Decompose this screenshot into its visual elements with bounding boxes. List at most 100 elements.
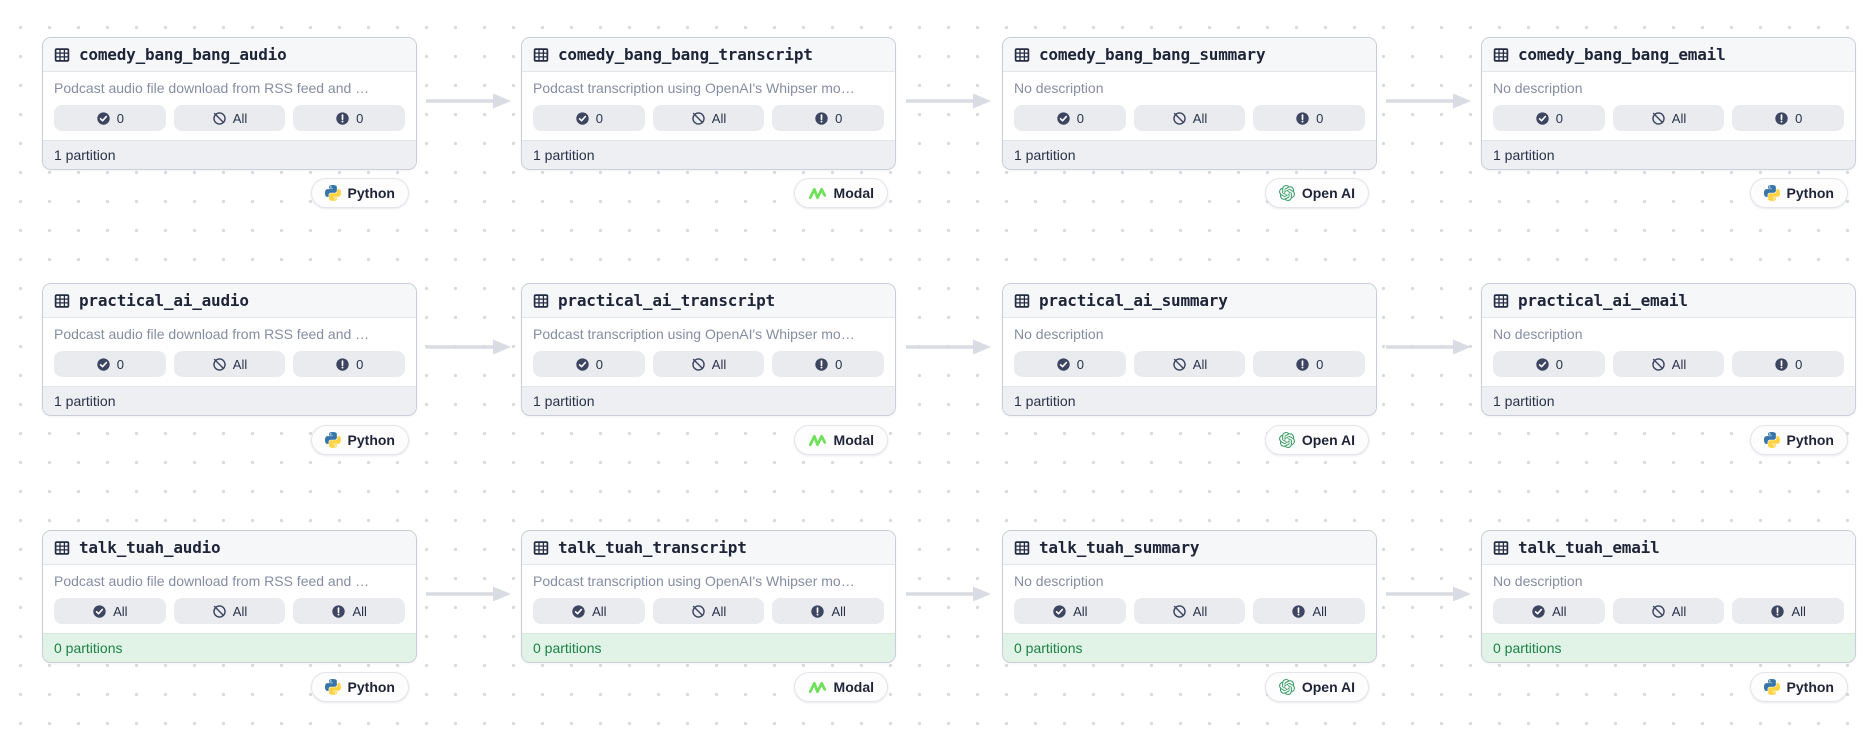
table-icon (533, 540, 549, 556)
asset-node-practical-ai-transcript[interactable]: practical_ai_transcript Podcast transcri… (521, 283, 896, 416)
partition-count: 0 partitions (1482, 633, 1855, 662)
missing-count-badge[interactable]: 0 (293, 105, 406, 131)
materialized-count-badge[interactable]: All (54, 598, 166, 624)
asset-node-body: Podcast audio file download from RSS fee… (43, 318, 416, 386)
check-circle-icon (1056, 111, 1071, 126)
failed-count-badge[interactable]: All (1612, 105, 1725, 131)
slash-circle-icon (1651, 111, 1666, 126)
badge-value: All (1192, 356, 1208, 372)
missing-count-badge[interactable]: 0 (772, 105, 885, 131)
exclamation-circle-icon (1295, 357, 1310, 372)
badge-value: All (352, 603, 367, 619)
asset-node-header: comedy_bang_bang_email (1482, 38, 1855, 72)
materialized-count-badge[interactable]: 0 (54, 351, 166, 377)
kind-tag-python[interactable]: Python (1749, 672, 1848, 702)
badge-value: 0 (356, 110, 364, 126)
failed-count-badge[interactable]: All (1612, 351, 1725, 377)
badge-value: 0 (1555, 110, 1563, 126)
missing-count-badge[interactable]: 0 (1732, 105, 1845, 131)
slash-circle-icon (212, 604, 227, 619)
slash-circle-icon (691, 357, 706, 372)
asset-node-comedy-bang-bang-transcript[interactable]: comedy_bang_bang_transcript Podcast tran… (521, 37, 896, 170)
badge-value: All (711, 110, 727, 126)
asset-node-practical-ai-audio[interactable]: practical_ai_audio Podcast audio file do… (42, 283, 417, 416)
missing-count-badge[interactable]: 0 (1253, 105, 1366, 131)
asset-node-practical-ai-email[interactable]: practical_ai_email No description 0 All … (1481, 283, 1856, 416)
partition-count: 1 partition (43, 140, 416, 169)
asset-node-comedy-bang-bang-summary[interactable]: comedy_bang_bang_summary No description … (1002, 37, 1377, 170)
asset-node-talk-tuah-email[interactable]: talk_tuah_email No description All All A… (1481, 530, 1856, 663)
failed-count-badge[interactable]: All (652, 351, 765, 377)
asset-node-body: Podcast transcription using OpenAI's Whi… (522, 72, 895, 140)
failed-count-badge[interactable]: All (652, 105, 765, 131)
asset-node-practical-ai-summary[interactable]: practical_ai_summary No description 0 Al… (1002, 283, 1377, 416)
materialized-count-badge[interactable]: All (1014, 598, 1126, 624)
materialized-count-badge[interactable]: 0 (1493, 105, 1605, 131)
kind-tag-python[interactable]: Python (1749, 178, 1848, 208)
slash-circle-icon (691, 111, 706, 126)
kind-tag-openai[interactable]: Open AI (1264, 425, 1369, 455)
missing-count-badge[interactable]: 0 (1732, 351, 1845, 377)
materialized-count-badge[interactable]: 0 (1014, 105, 1126, 131)
badge-value: All (1552, 603, 1567, 619)
exclamation-circle-icon (335, 111, 350, 126)
kind-tag-python[interactable]: Python (310, 672, 409, 702)
kind-tag-openai[interactable]: Open AI (1264, 178, 1369, 208)
badge-value: All (1671, 110, 1687, 126)
partition-count: 1 partition (1482, 140, 1855, 169)
table-icon (54, 540, 70, 556)
slash-circle-icon (1172, 111, 1187, 126)
missing-count-badge[interactable]: All (293, 598, 406, 624)
missing-count-badge[interactable]: 0 (1253, 351, 1366, 377)
kind-tag-python[interactable]: Python (310, 178, 409, 208)
kind-tag-label: Python (347, 432, 395, 448)
kind-tag-python[interactable]: Python (1749, 425, 1848, 455)
badge-value: 0 (1316, 110, 1324, 126)
failed-count-badge[interactable]: All (1133, 351, 1246, 377)
failed-count-badge[interactable]: All (173, 351, 286, 377)
partition-status-badges: All All All (1493, 598, 1845, 624)
asset-node-header: practical_ai_summary (1003, 284, 1376, 318)
table-icon (533, 47, 549, 63)
asset-node-talk-tuah-audio[interactable]: talk_tuah_audio Podcast audio file downl… (42, 530, 417, 663)
missing-count-badge[interactable]: 0 (772, 351, 885, 377)
check-circle-icon (96, 111, 111, 126)
missing-count-badge[interactable]: 0 (293, 351, 406, 377)
materialized-count-badge[interactable]: All (533, 598, 645, 624)
failed-count-badge[interactable]: All (173, 598, 286, 624)
partition-count: 1 partition (1482, 386, 1855, 415)
failed-count-badge[interactable]: All (173, 105, 286, 131)
asset-node-talk-tuah-transcript[interactable]: talk_tuah_transcript Podcast transcripti… (521, 530, 896, 663)
materialized-count-badge[interactable]: 0 (54, 105, 166, 131)
python-icon (1764, 679, 1780, 695)
materialized-count-badge[interactable]: 0 (533, 105, 645, 131)
exclamation-circle-icon (810, 604, 825, 619)
badge-value: 0 (1076, 356, 1084, 372)
badge-value: 0 (595, 356, 603, 372)
partition-status-badges: All All All (54, 598, 406, 624)
missing-count-badge[interactable]: All (1732, 598, 1845, 624)
failed-count-badge[interactable]: All (1133, 105, 1246, 131)
materialized-count-badge[interactable]: 0 (1014, 351, 1126, 377)
kind-tag-modal[interactable]: Modal (793, 178, 888, 208)
asset-node-comedy-bang-bang-email[interactable]: comedy_bang_bang_email No description 0 … (1481, 37, 1856, 170)
materialized-count-badge[interactable]: 0 (533, 351, 645, 377)
asset-name: talk_tuah_summary (1039, 538, 1200, 557)
materialized-count-badge[interactable]: 0 (1493, 351, 1605, 377)
partition-count: 1 partition (1003, 140, 1376, 169)
failed-count-badge[interactable]: All (1133, 598, 1246, 624)
missing-count-badge[interactable]: All (772, 598, 885, 624)
kind-tag-modal[interactable]: Modal (793, 425, 888, 455)
kind-tag-python[interactable]: Python (310, 425, 409, 455)
kind-tag-openai[interactable]: Open AI (1264, 672, 1369, 702)
failed-count-badge[interactable]: All (1612, 598, 1725, 624)
materialized-count-badge[interactable]: All (1493, 598, 1605, 624)
asset-node-comedy-bang-bang-audio[interactable]: comedy_bang_bang_audio Podcast audio fil… (42, 37, 417, 170)
badge-value: All (711, 356, 727, 372)
kind-tag-modal[interactable]: Modal (793, 672, 888, 702)
failed-count-badge[interactable]: All (652, 598, 765, 624)
asset-node-header: talk_tuah_transcript (522, 531, 895, 565)
asset-node-talk-tuah-summary[interactable]: talk_tuah_summary No description All All… (1002, 530, 1377, 663)
missing-count-badge[interactable]: All (1253, 598, 1366, 624)
